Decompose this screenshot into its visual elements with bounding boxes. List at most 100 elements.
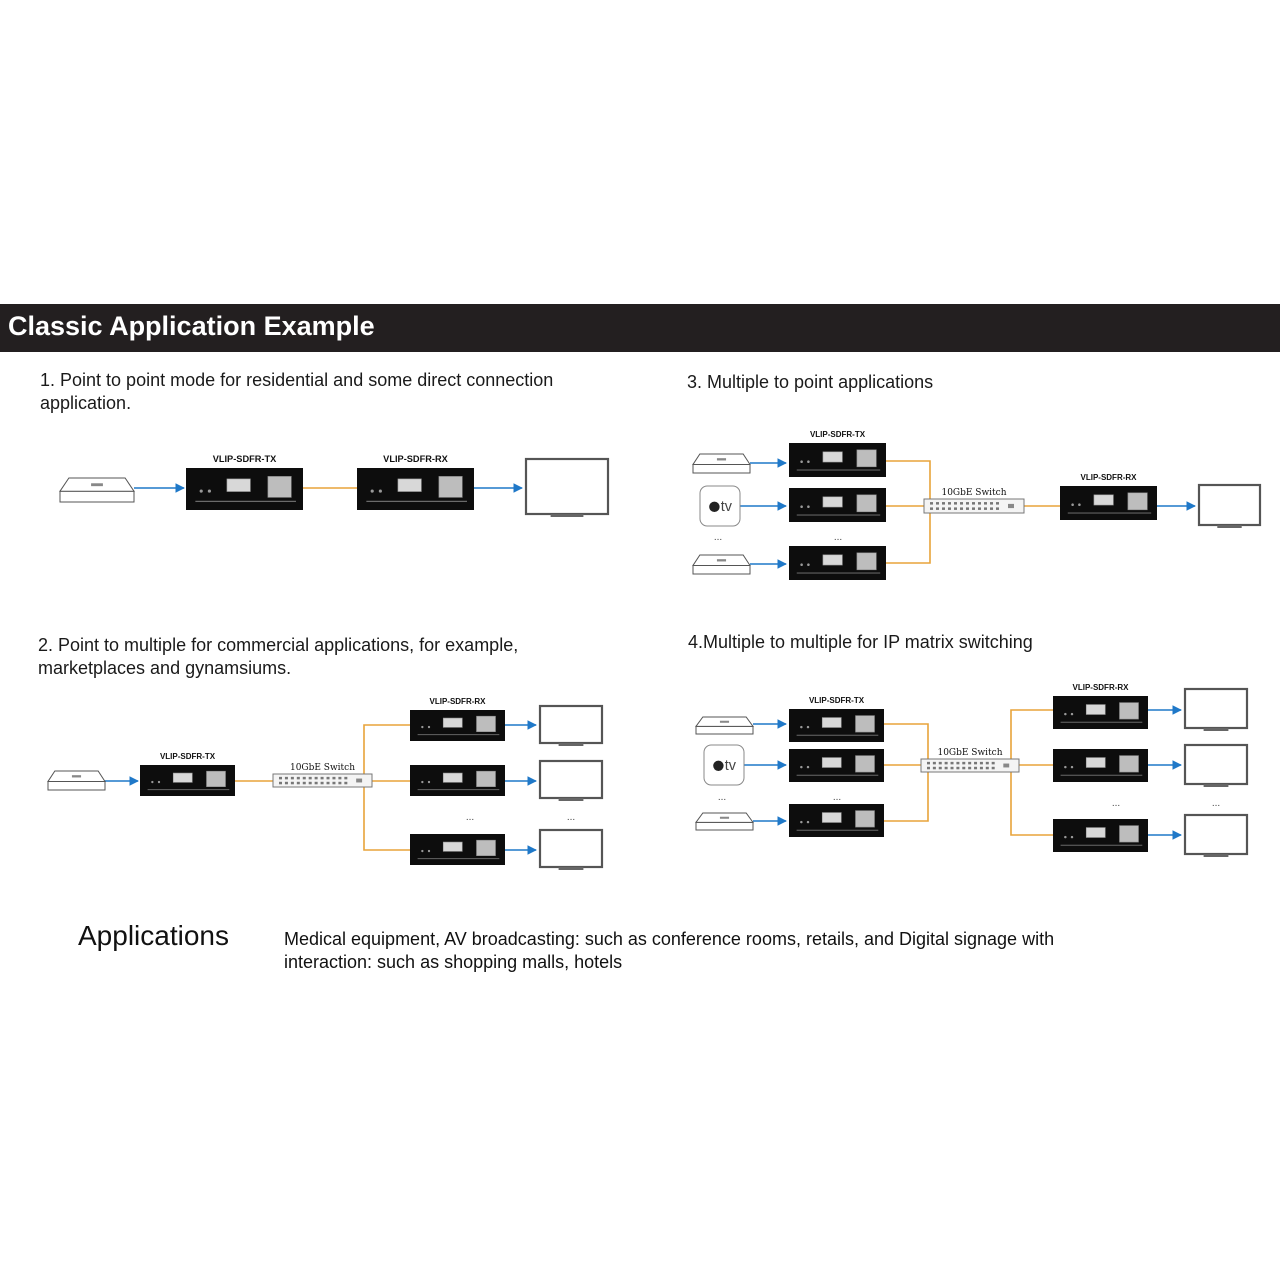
d3-rx-unit-hdmi-port xyxy=(1093,494,1114,506)
d3-switch-port-bottom-9 xyxy=(984,507,987,510)
d2-rx-unit-1-led-video xyxy=(427,725,431,729)
d2-source-base xyxy=(47,780,106,791)
d4-rx-unit-3 xyxy=(1053,819,1148,852)
d4-switch-port-top-0 xyxy=(927,761,930,765)
d4-switch-port-bottom-1 xyxy=(932,766,936,770)
d3-tx-unit-2-hdmi-port xyxy=(822,496,843,508)
d4-switch-port-bottom-5 xyxy=(956,766,960,770)
d1-source-base xyxy=(59,490,135,503)
d1-rx-unit-port-legend xyxy=(366,500,467,503)
d3-switch-port-top-8 xyxy=(978,502,981,505)
d3-source-1 xyxy=(692,453,751,474)
d2-display-1-stand xyxy=(558,743,584,746)
d4-display-1 xyxy=(1183,687,1249,731)
d4-switch-port-bottom-7 xyxy=(968,766,972,770)
d3-source-3-base xyxy=(692,564,751,575)
d2-switch-port-bottom-4 xyxy=(302,781,306,785)
d4-rx-unit-1-led-video xyxy=(1070,712,1074,716)
d1-rx-unit-label: VLIP-SDFR-RX xyxy=(383,454,448,464)
d3-switch-port-bottom-8 xyxy=(978,507,981,510)
caption-multiple-to-point: 3. Multiple to point applications xyxy=(687,372,934,392)
caption-multiple-to-multiple: 4.Multiple to multiple for IP matrix swi… xyxy=(688,632,1033,652)
d2-switch-port-bottom-2 xyxy=(290,781,294,785)
d1-rx-unit xyxy=(357,468,474,510)
applications-title: Applications xyxy=(78,920,229,951)
d3-appletv: tv xyxy=(699,485,741,527)
d2-switch-port-bottom-5 xyxy=(308,781,312,785)
d4-tx-unit-3 xyxy=(789,804,884,837)
d4-tx-unit-2-port-legend xyxy=(796,774,879,776)
d4-rx-unit-1-label: VLIP-SDFR-RX xyxy=(1073,683,1130,692)
d3-switch-port-bottom-1 xyxy=(936,507,939,510)
d2-switch-port-top-5 xyxy=(308,776,312,780)
d4-display-ellipsis: ... xyxy=(1212,798,1220,809)
d4-tx-unit-2-led-video xyxy=(806,765,810,769)
d4-display-1-stand xyxy=(1203,728,1229,731)
header-banner: Classic Application Example xyxy=(0,304,1280,352)
d2-switch-port-top-1 xyxy=(284,776,288,780)
d4-switch-port-top-1 xyxy=(932,761,936,765)
d3-rx-unit-sfp-port xyxy=(1127,492,1148,511)
d4-rx-unit-1-led-system xyxy=(1064,712,1067,716)
d3-switch-port-top-4 xyxy=(954,502,957,505)
d3-tx-unit-1-sfp-port xyxy=(856,449,877,468)
d4-display-2-stand xyxy=(1203,784,1229,787)
d2-switch-port-top-2 xyxy=(290,776,294,780)
d4-switch-port-bottom-6 xyxy=(962,766,966,770)
d4-display-1-screen xyxy=(1183,687,1249,730)
d4-switch-port-top-2 xyxy=(938,761,942,765)
d1-rx-unit-sfp-port xyxy=(438,476,463,498)
d4-switch-uplink xyxy=(1003,763,1010,768)
d4-tx-unit-2-led-system xyxy=(800,765,803,769)
d4-rx-ellipsis: ... xyxy=(1112,798,1120,809)
d4-switch-port-bottom-8 xyxy=(974,766,978,770)
d4-switch-port-top-11 xyxy=(991,761,995,765)
d2-switch-port-top-8 xyxy=(326,776,330,780)
d2-display-1-screen xyxy=(538,704,604,745)
d4-switch-port-top-4 xyxy=(950,761,954,765)
d2-switch-port-top-9 xyxy=(332,776,336,780)
d3-source-3-logo-mark xyxy=(716,559,727,562)
d4-switch-port-top-10 xyxy=(985,761,989,765)
d2-switch-port-top-7 xyxy=(320,776,324,780)
d2-display-ellipsis: ... xyxy=(567,812,575,823)
d4-switch-port-bottom-10 xyxy=(985,766,989,770)
d2-rx-unit-1-led-system xyxy=(421,725,424,729)
d4-rx-unit-2-sfp-port xyxy=(1119,755,1139,773)
d3-switch xyxy=(923,498,1025,514)
d3-switch-port-bottom-11 xyxy=(996,507,999,510)
d3-switch-port-bottom-10 xyxy=(990,507,993,510)
d3-switch-uplink xyxy=(1008,503,1014,509)
d2-switch-port-bottom-11 xyxy=(344,781,348,785)
d4-rx-unit-1-port-legend xyxy=(1060,721,1143,723)
d2-display-2 xyxy=(538,759,604,801)
d4-display-2 xyxy=(1183,743,1249,787)
d2-switch-port-bottom-6 xyxy=(314,781,318,785)
d4-appletv-apple-icon xyxy=(713,760,724,771)
d2-switch xyxy=(272,773,373,788)
d4-tx-unit-2-hdmi-port xyxy=(821,757,842,768)
d3-tx-unit-2 xyxy=(789,488,886,522)
d3-tx-unit-3-led-video xyxy=(807,563,810,566)
d4-source-3-logo-mark xyxy=(719,816,730,819)
d4-rx-unit-2-port-legend xyxy=(1060,774,1143,776)
d2-switch-port-top-10 xyxy=(338,776,342,780)
d1-tx-unit xyxy=(186,468,303,510)
d2-tx-unit-label: VLIP-SDFR-TX xyxy=(160,752,216,761)
d2-source-logo-mark xyxy=(71,775,82,778)
d4-source-1-logo-mark xyxy=(719,720,730,723)
d2-rx-unit-2-port-legend xyxy=(417,789,500,791)
d3-tx-unit-2-led-system xyxy=(800,505,803,508)
d3-switch-port-top-0 xyxy=(930,502,933,505)
d3-tx-unit-1-hdmi-port xyxy=(822,451,843,463)
d3-rx-unit-led-system xyxy=(1071,503,1074,506)
d3-source-3 xyxy=(692,554,751,575)
d4-display-3-screen xyxy=(1183,813,1249,856)
d3-switch-port-top-9 xyxy=(984,502,987,505)
d2-rx-unit-2-hdmi-port xyxy=(442,772,463,783)
d4-source-ellipsis: ... xyxy=(718,792,726,803)
d4-tx-unit-3-led-video xyxy=(806,820,810,824)
d4-appletv-tv-label: tv xyxy=(725,758,737,774)
d3-tx-unit-3-sfp-port xyxy=(856,552,877,571)
